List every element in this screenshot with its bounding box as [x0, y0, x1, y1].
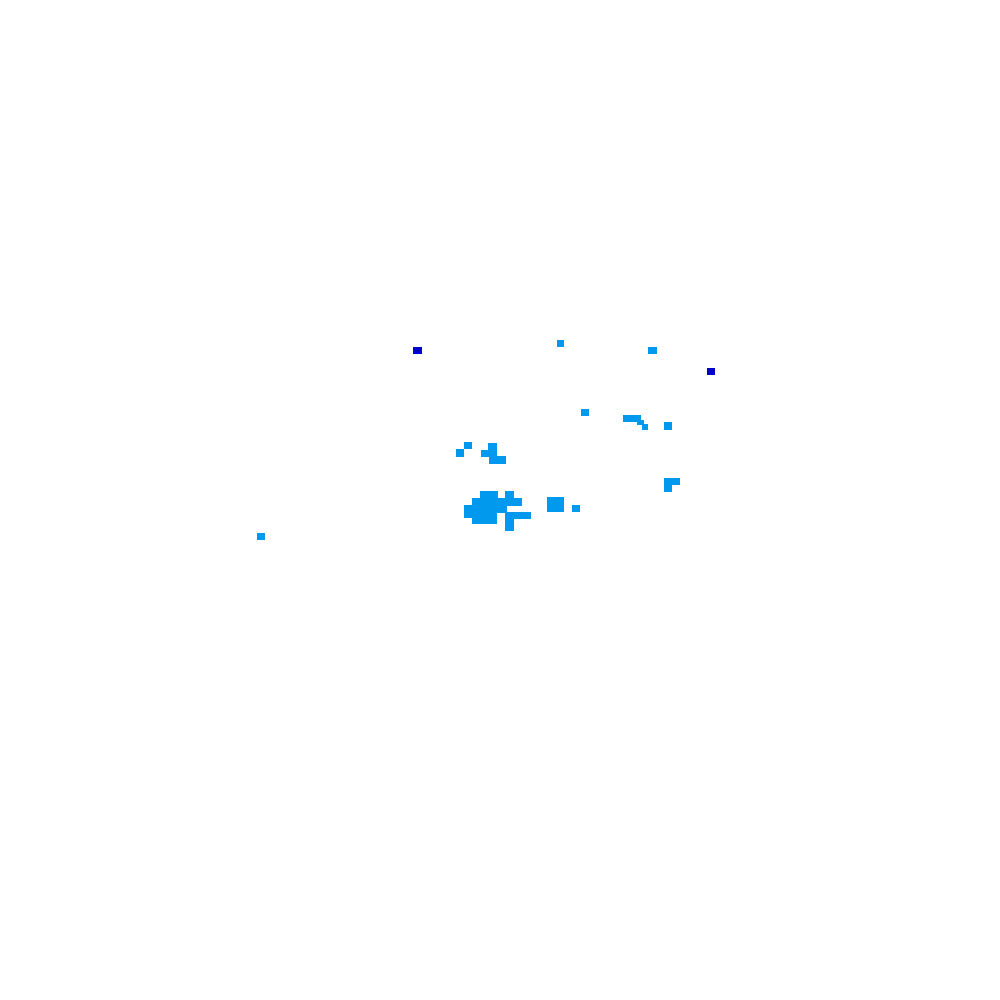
light-blue-cell — [480, 491, 498, 499]
light-blue-cell — [637, 420, 644, 425]
light-blue-cell — [481, 450, 497, 457]
light-blue-cell — [464, 442, 472, 449]
light-blue-cell — [557, 340, 564, 347]
light-blue-cell — [464, 512, 473, 518]
light-blue-cell — [257, 533, 265, 540]
light-blue-cell — [664, 422, 672, 430]
light-blue-cell — [505, 491, 514, 499]
light-blue-cell — [456, 449, 464, 457]
light-blue-cell — [642, 424, 648, 430]
light-blue-cell — [505, 518, 514, 531]
light-blue-cell — [464, 505, 507, 513]
light-blue-cell — [505, 512, 531, 519]
dark-blue-cell — [707, 368, 715, 375]
light-blue-cell — [572, 505, 580, 512]
dark-blue-cells — [413, 347, 715, 375]
dark-blue-cell — [413, 347, 422, 354]
light-blue-cell — [648, 347, 657, 354]
light-blue-cell — [581, 409, 589, 416]
light-blue-cell — [664, 478, 680, 485]
light-blue-cell — [472, 512, 497, 524]
light-blue-cells — [257, 340, 680, 540]
light-blue-cell — [623, 415, 641, 422]
light-blue-cell — [489, 456, 506, 464]
light-blue-cell — [488, 443, 497, 451]
light-blue-cell — [472, 498, 522, 506]
light-blue-cell — [664, 484, 672, 492]
light-blue-cell — [547, 497, 564, 512]
